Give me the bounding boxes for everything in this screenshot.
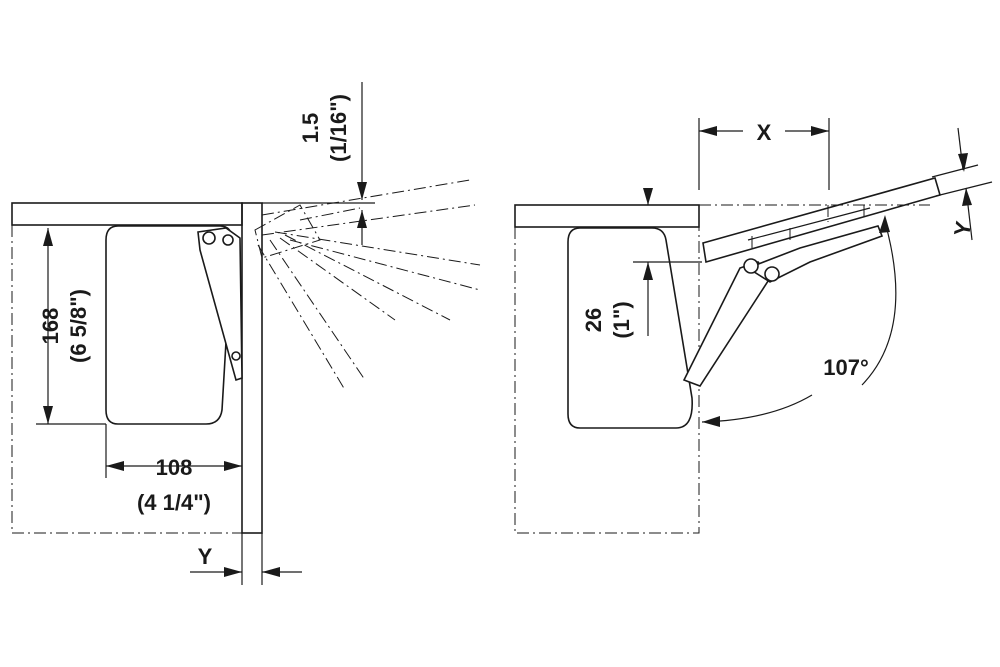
pivot-bottom bbox=[231, 351, 241, 361]
y-gap-label: Y bbox=[198, 544, 213, 569]
height-arrow-bottom bbox=[43, 406, 53, 424]
left-view: 168 (6 5/8") 108 (4 1/4") 1.5 (1/16") Y bbox=[11, 82, 481, 585]
offset-in-label: (1/16") bbox=[326, 94, 351, 162]
y-arrow-top bbox=[958, 153, 968, 172]
lever-link-right bbox=[746, 225, 884, 283]
y-arrow-bottom bbox=[962, 188, 972, 206]
pivot-upper bbox=[202, 231, 216, 245]
height-mm-label: 168 bbox=[38, 308, 63, 345]
right-view: X Y 26 (1") 107° bbox=[514, 118, 993, 534]
width-mm-label: 108 bbox=[156, 455, 193, 480]
y-gap-arrow-left bbox=[224, 567, 242, 577]
depth-mm-label: 26 bbox=[581, 308, 606, 332]
y-label-right: Y bbox=[949, 219, 976, 238]
fitting-housing-right bbox=[567, 227, 693, 429]
pivot-a bbox=[743, 258, 759, 274]
depth-arrow-bottom bbox=[643, 262, 653, 280]
front-flap-panel bbox=[241, 202, 263, 534]
height-arrow-top bbox=[43, 228, 53, 246]
angle-arrow-bottom bbox=[702, 416, 720, 427]
y-ref-line-top bbox=[931, 164, 979, 178]
offset-arrow-down bbox=[357, 182, 367, 200]
opening-arc-ghosts bbox=[254, 179, 481, 391]
width-arrow-left bbox=[106, 461, 124, 471]
x-arrow-left bbox=[699, 126, 717, 136]
depth-arrow-top bbox=[643, 188, 653, 205]
pivot-lower bbox=[222, 234, 234, 246]
depth-in-label: (1") bbox=[609, 301, 634, 338]
cabinet-outline bbox=[11, 225, 242, 534]
y-ref-line-bottom bbox=[935, 181, 993, 197]
cabinet-top-panel bbox=[11, 202, 243, 226]
angle-arrow-top bbox=[879, 215, 890, 233]
x-arrow-right bbox=[811, 126, 829, 136]
lever-arm bbox=[197, 227, 243, 382]
pivot-b bbox=[764, 266, 780, 282]
angle-arc-upper bbox=[861, 221, 897, 386]
y-gap-arrow-right bbox=[262, 567, 280, 577]
offset-mm-label: 1.5 bbox=[298, 113, 323, 144]
x-label: X bbox=[757, 120, 772, 145]
height-in-label: (6 5/8") bbox=[66, 289, 91, 363]
width-in-label: (4 1/4") bbox=[137, 490, 211, 515]
lever-arm-right bbox=[682, 261, 771, 387]
width-arrow-right bbox=[224, 461, 242, 471]
cabinet-top-panel-right bbox=[514, 204, 700, 228]
flap-mounting-plate bbox=[699, 204, 930, 250]
angle-label: 107° bbox=[823, 355, 869, 380]
